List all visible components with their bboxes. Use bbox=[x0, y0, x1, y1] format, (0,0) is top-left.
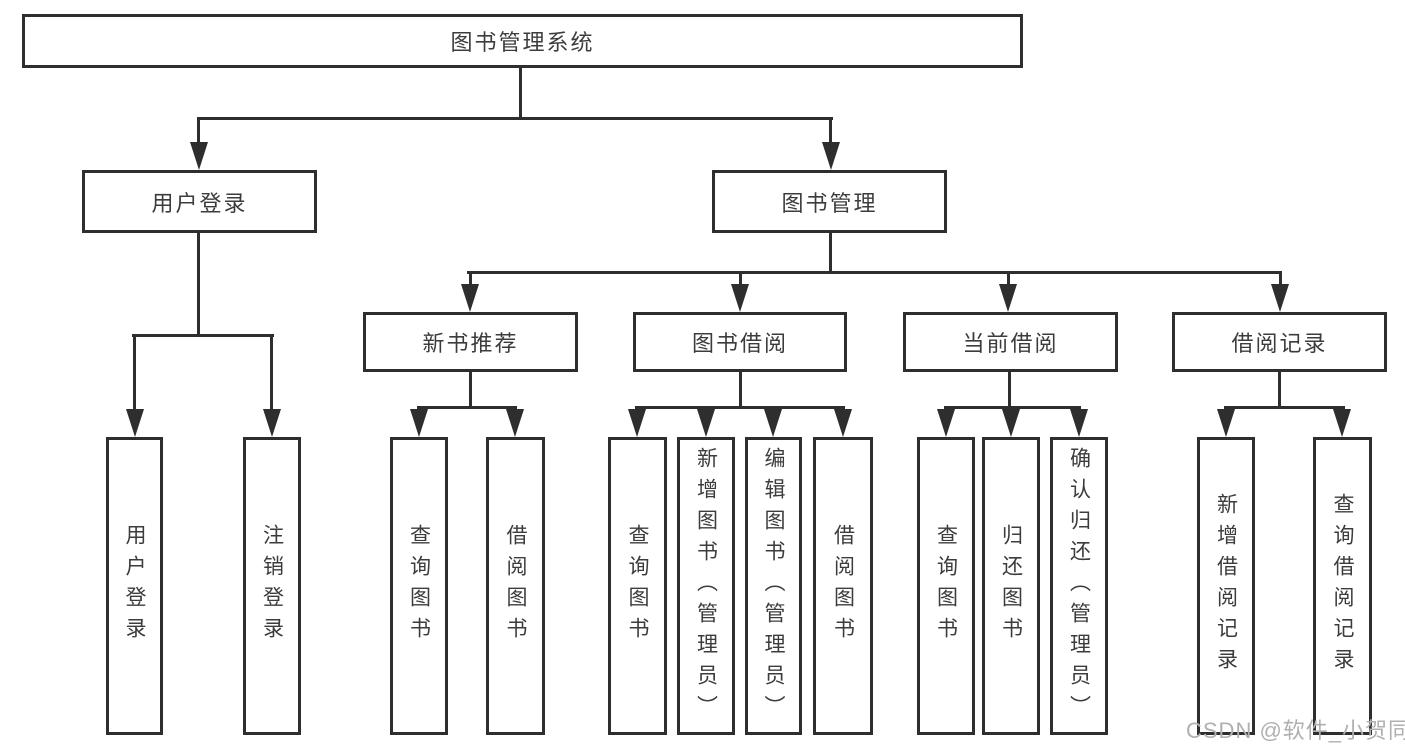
arrowhead-current-borrow-icon bbox=[999, 284, 1017, 312]
leaf-bb-borrow-book-label: 借阅图书 bbox=[831, 524, 855, 648]
node-book-borrow-label: 图书借阅 bbox=[691, 331, 788, 356]
leaf-logout: 注销登录 bbox=[243, 437, 301, 735]
arrowhead-book-management-icon bbox=[822, 142, 840, 170]
connector-stem-current-borrow bbox=[1007, 271, 1010, 286]
connector-current-borrow-stem bbox=[1008, 372, 1011, 409]
leaf-bb-add-book: 新增图书（管理员） bbox=[677, 437, 735, 735]
leaf-cb-confirm-return: 确认归还（管理员） bbox=[1050, 437, 1108, 735]
arrowhead-nbr-query-book-icon bbox=[410, 409, 428, 437]
node-root: 图书管理系统 bbox=[22, 14, 1023, 68]
leaf-user-login-label: 用户登录 bbox=[123, 524, 146, 648]
leaf-cb-confirm-return-label: 确认归还（管理员） bbox=[1067, 446, 1091, 726]
connector-user-login-stem bbox=[197, 233, 200, 337]
leaf-bb-query-book-label: 查询图书 bbox=[626, 524, 649, 648]
leaf-cb-return-book-label: 归还图书 bbox=[999, 524, 1023, 648]
connector-current-borrow-bar bbox=[944, 406, 1081, 409]
connector-stem-new-book-recommend bbox=[469, 271, 472, 286]
leaf-bb-edit-book-label: 编辑图书（管理员） bbox=[762, 446, 785, 726]
node-current-borrow-label: 当前借阅 bbox=[962, 331, 1059, 356]
arrowhead-br-add-record-icon bbox=[1217, 409, 1235, 437]
connector-book-borrow-stem bbox=[739, 372, 742, 409]
connector-stem-leaf-user-login bbox=[133, 334, 136, 412]
leaf-bb-add-book-label: 新增图书（管理员） bbox=[694, 446, 718, 726]
node-new-book-recommend-label: 新书推荐 bbox=[422, 331, 519, 356]
leaf-br-add-record-label: 新增借阅记录 bbox=[1214, 493, 1238, 679]
arrowhead-nbr-borrow-book-icon bbox=[506, 409, 524, 437]
arrowhead-cb-return-book-icon bbox=[1002, 409, 1020, 437]
arrowhead-borrow-record-icon bbox=[1271, 284, 1289, 312]
leaf-nbr-query-book: 查询图书 bbox=[390, 437, 448, 735]
arrowhead-leaf-logout-icon bbox=[263, 409, 281, 437]
node-book-management-label: 图书管理 bbox=[781, 190, 878, 216]
connector-new-book-recommend-bar bbox=[417, 406, 517, 409]
leaf-bb-borrow-book: 借阅图书 bbox=[813, 437, 873, 735]
leaf-cb-query-book-label: 查询图书 bbox=[934, 524, 958, 648]
leaf-user-login: 用户登录 bbox=[106, 437, 163, 735]
node-borrow-record-label: 借阅记录 bbox=[1231, 331, 1328, 356]
connector-stem-user-login bbox=[197, 117, 200, 147]
arrowhead-bb-edit-book-icon bbox=[764, 409, 782, 437]
leaf-nbr-query-book-label: 查询图书 bbox=[407, 524, 431, 648]
connector-stem-book-management bbox=[829, 117, 832, 147]
leaf-bb-edit-book: 编辑图书（管理员） bbox=[745, 437, 802, 735]
leaf-cb-query-book: 查询图书 bbox=[917, 437, 975, 735]
connector-stem-book-borrow bbox=[739, 271, 742, 286]
node-book-borrow: 图书借阅 bbox=[633, 312, 847, 372]
connector-new-book-recommend-stem bbox=[469, 372, 472, 409]
arrowhead-leaf-user-login-icon bbox=[126, 409, 144, 437]
node-book-management: 图书管理 bbox=[712, 170, 947, 233]
node-root-label: 图书管理系统 bbox=[450, 30, 595, 55]
arrowhead-bb-query-book-icon bbox=[628, 409, 646, 437]
arrowhead-book-borrow-icon bbox=[731, 284, 749, 312]
leaf-br-query-record-label: 查询借阅记录 bbox=[1331, 493, 1354, 679]
node-borrow-record: 借阅记录 bbox=[1172, 312, 1387, 372]
node-new-book-recommend: 新书推荐 bbox=[363, 312, 578, 372]
node-current-borrow: 当前借阅 bbox=[903, 312, 1118, 372]
leaf-nbr-borrow-book-label: 借阅图书 bbox=[504, 524, 527, 648]
arrowhead-cb-confirm-return-icon bbox=[1070, 409, 1088, 437]
connector-level2-bar bbox=[197, 117, 833, 120]
arrowhead-bb-borrow-book-icon bbox=[834, 409, 852, 437]
connector-stem-borrow-record bbox=[1279, 271, 1282, 286]
leaf-nbr-borrow-book: 借阅图书 bbox=[486, 437, 545, 735]
connector-book-management-stem bbox=[829, 233, 832, 274]
leaf-cb-return-book: 归还图书 bbox=[982, 437, 1040, 735]
arrowhead-user-login-icon bbox=[190, 142, 208, 170]
node-user-login: 用户登录 bbox=[82, 170, 317, 233]
csdn-watermark: CSDN @软件_小贺同学 bbox=[1186, 718, 1405, 743]
arrowhead-cb-query-book-icon bbox=[937, 409, 955, 437]
connector-book-borrow-bar bbox=[635, 406, 845, 409]
arrowhead-new-book-recommend-icon bbox=[461, 284, 479, 312]
connector-borrow-record-stem bbox=[1278, 372, 1281, 409]
leaf-bb-query-book: 查询图书 bbox=[608, 437, 667, 735]
leaf-br-add-record: 新增借阅记录 bbox=[1197, 437, 1255, 735]
connector-borrow-record-bar bbox=[1224, 406, 1345, 409]
connector-stem-leaf-logout bbox=[270, 334, 273, 412]
connector-root-stem bbox=[519, 68, 522, 120]
connector-level3-bar bbox=[467, 271, 1281, 274]
arrowhead-br-query-record-icon bbox=[1333, 409, 1351, 437]
node-user-login-label: 用户登录 bbox=[151, 190, 248, 216]
leaf-br-query-record: 查询借阅记录 bbox=[1313, 437, 1372, 735]
arrowhead-bb-add-book-icon bbox=[697, 409, 715, 437]
connector-user-login-bar bbox=[132, 334, 274, 337]
leaf-logout-label: 注销登录 bbox=[260, 524, 284, 648]
